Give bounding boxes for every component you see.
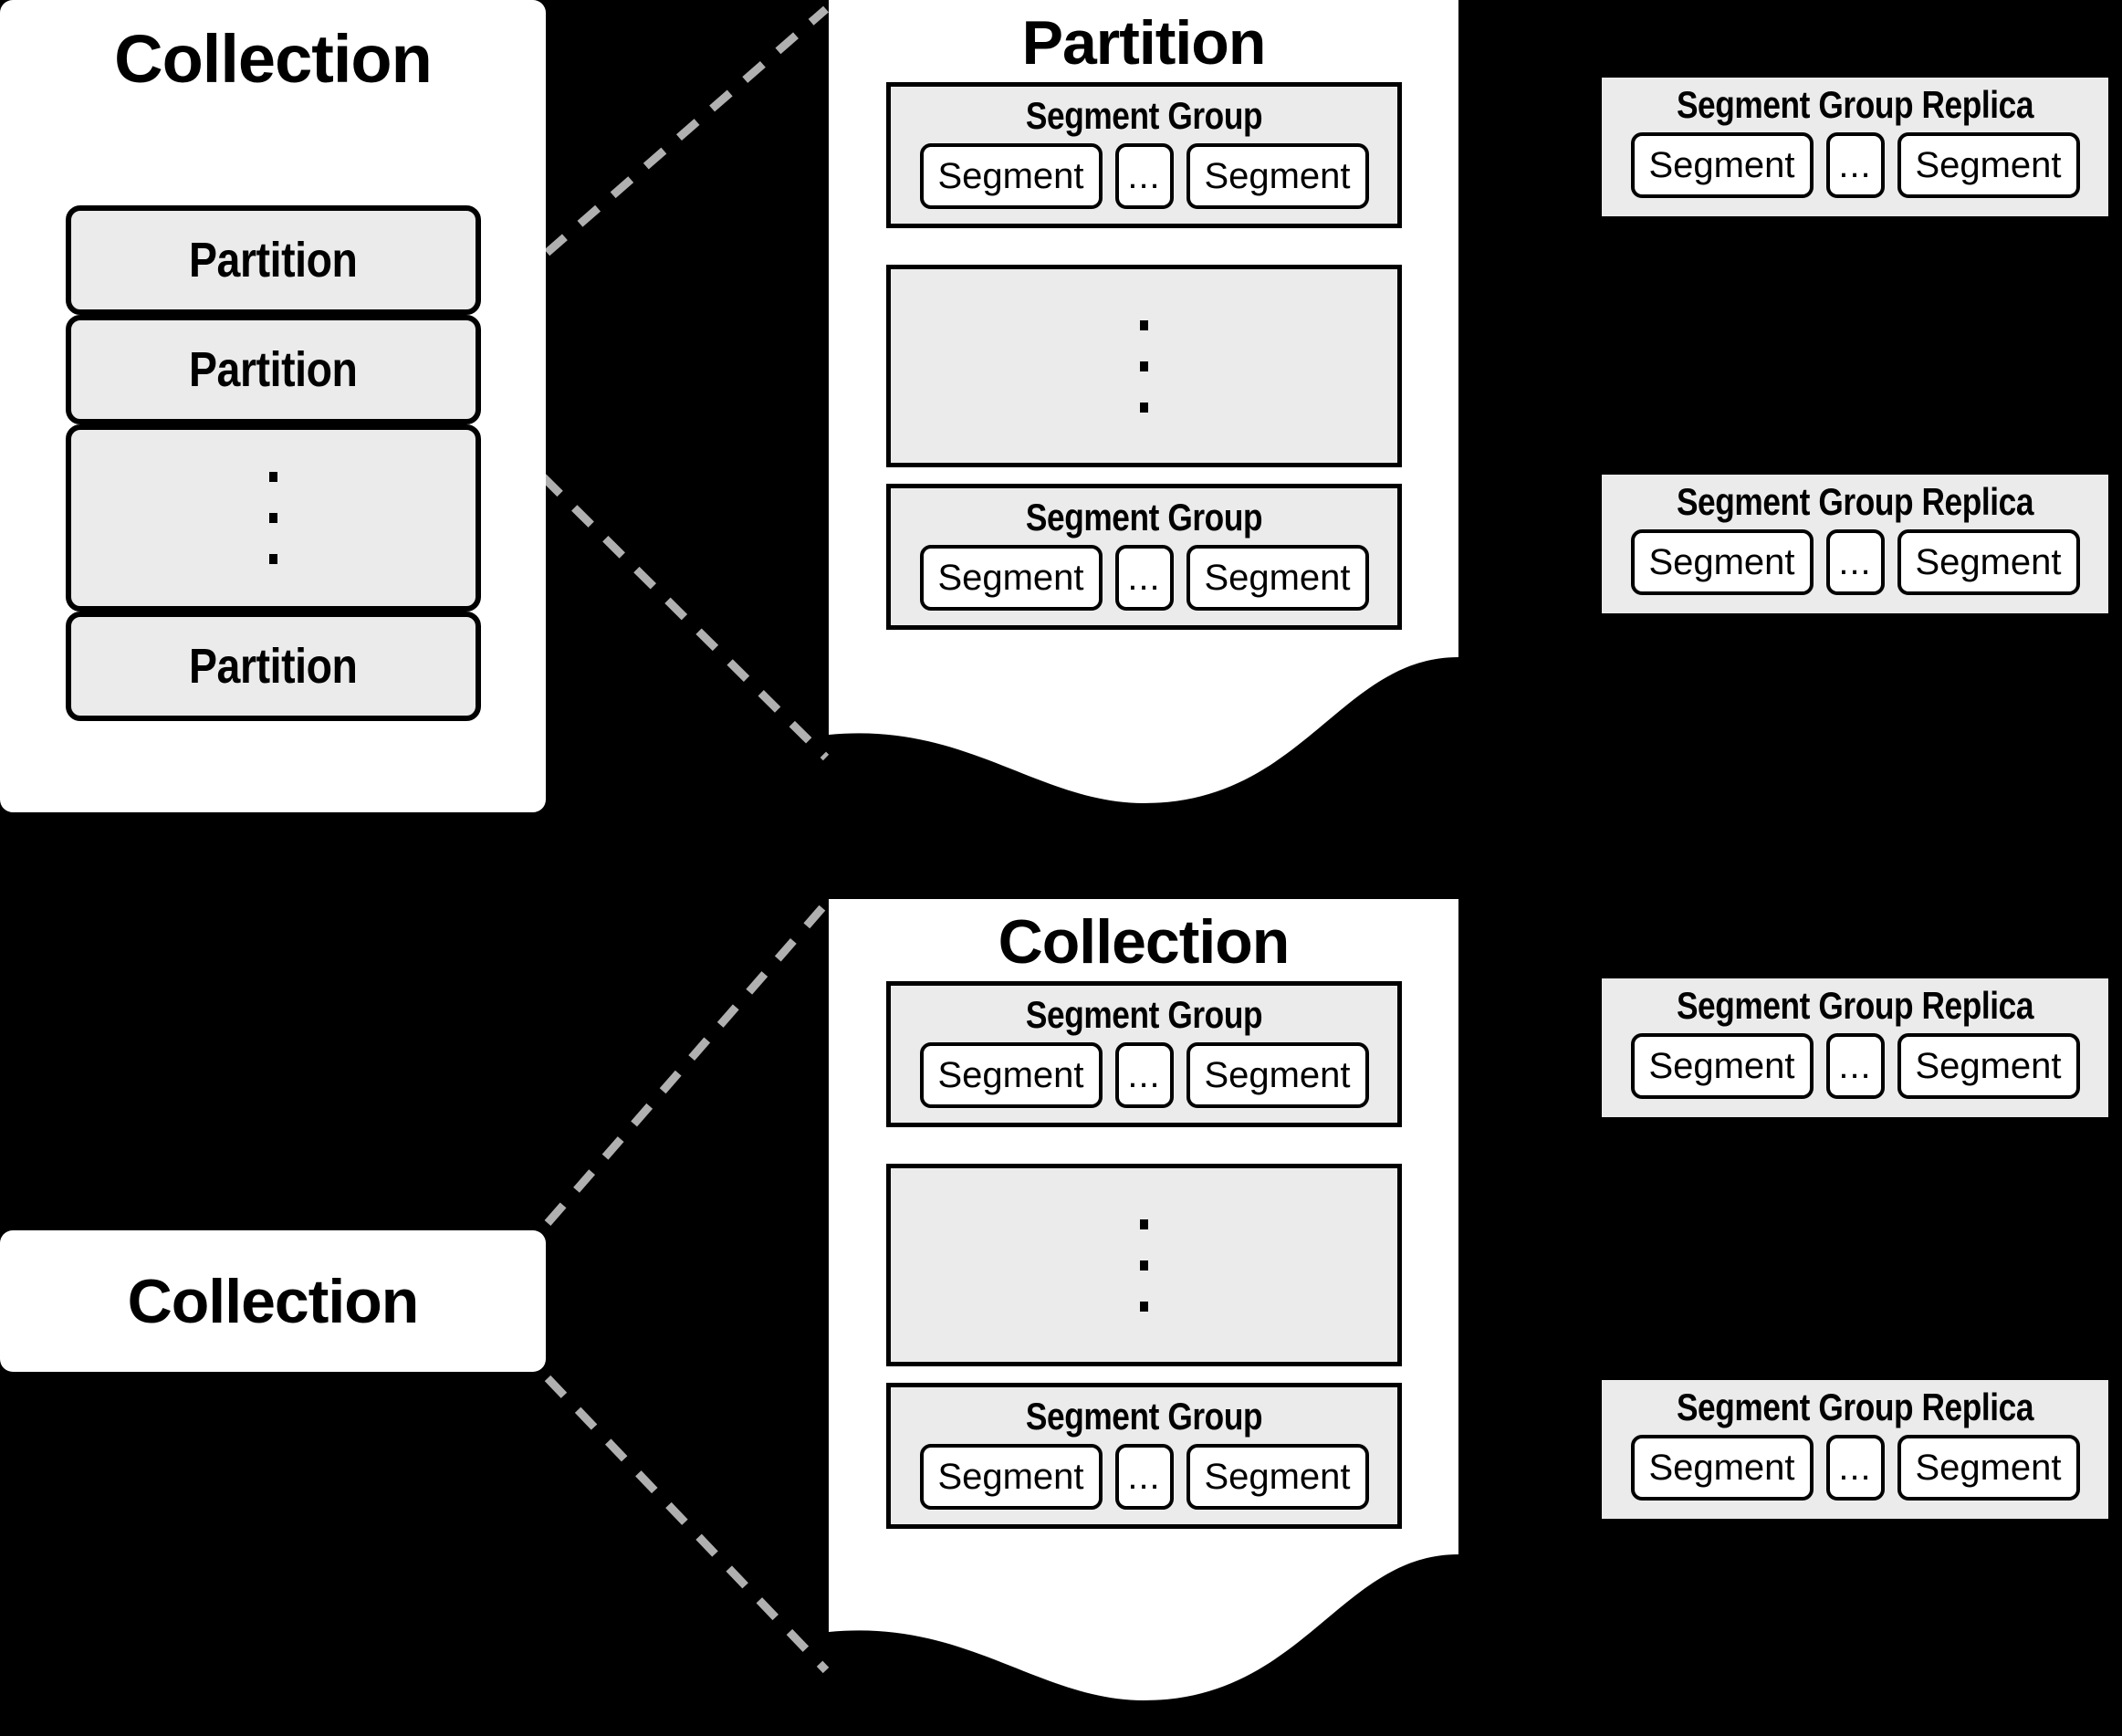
segment-box[interactable]: Segment xyxy=(919,1444,1103,1510)
segment-group-replica-title: Segment Group Replica xyxy=(1676,984,2034,1027)
segment-box[interactable]: Segment xyxy=(1630,132,1814,198)
segment-box[interactable]: Segment xyxy=(1897,1435,2080,1501)
segment-ellipsis: ... xyxy=(1825,1435,1885,1501)
segment-box[interactable]: Segment xyxy=(1897,132,2080,198)
segment-ellipsis: ... xyxy=(1114,143,1174,209)
segment-box[interactable]: Segment xyxy=(919,545,1103,611)
partition-chip-label: Partition xyxy=(189,639,358,694)
segment-box[interactable]: Segment xyxy=(1630,1033,1814,1099)
partition-chip-ellipsis xyxy=(66,424,481,612)
segment-box[interactable]: Segment xyxy=(1186,143,1369,209)
segment-ellipsis: ... xyxy=(1114,1444,1174,1510)
segment-row: Segment ... Segment xyxy=(891,545,1397,611)
partition-chip-label: Partition xyxy=(189,342,358,397)
collection-sheet-title: Collection xyxy=(998,907,1291,977)
segment-group-replica-title: Segment Group Replica xyxy=(1676,83,2034,126)
partition-chip-label: Partition xyxy=(189,233,358,288)
segment-group-1[interactable]: Segment Group Segment ... Segment xyxy=(886,981,1402,1127)
segment-group-replica-3[interactable]: Segment Group Replica Segment ... Segmen… xyxy=(1602,978,2108,1117)
segment-group-2[interactable]: Segment Group Segment ... Segment xyxy=(886,484,1402,630)
partition-sheet-title: Partition xyxy=(1021,8,1267,78)
segment-group-2[interactable]: Segment Group Segment ... Segment xyxy=(886,1383,1402,1529)
segment-group-title: Segment Group xyxy=(1025,496,1263,539)
segment-group-replica-title: Segment Group Replica xyxy=(1676,480,2034,523)
partition-detail-sheet: Partition Segment Group Segment ... Segm… xyxy=(829,0,1458,821)
segment-row: Segment ... Segment xyxy=(1602,529,2108,595)
segment-ellipsis: ... xyxy=(1825,132,1885,198)
segment-group-title: Segment Group xyxy=(1025,1395,1263,1438)
segment-row: Segment ... Segment xyxy=(1602,132,2108,198)
segment-box[interactable]: Segment xyxy=(1897,1033,2080,1099)
collection-detail-sheet: Collection Segment Group Segment ... Seg… xyxy=(829,899,1458,1736)
segment-ellipsis: ... xyxy=(1825,529,1885,595)
segment-ellipsis: ... xyxy=(1114,545,1174,611)
segment-group-title: Segment Group xyxy=(1025,94,1263,137)
segment-group-replica-4[interactable]: Segment Group Replica Segment ... Segmen… xyxy=(1602,1380,2108,1519)
segment-group-title: Segment Group xyxy=(1025,993,1263,1036)
segment-box[interactable]: Segment xyxy=(1630,529,1814,595)
partition-chip-1[interactable]: Partition xyxy=(66,205,481,315)
segment-box[interactable]: Segment xyxy=(919,1042,1103,1108)
segment-box[interactable]: Segment xyxy=(1186,1444,1369,1510)
segment-row: Segment ... Segment xyxy=(1602,1033,2108,1099)
partition-chip-2[interactable]: Partition xyxy=(66,315,481,424)
bottom-collection-box[interactable]: Collection xyxy=(0,1230,546,1372)
segment-box[interactable]: Segment xyxy=(919,143,1103,209)
segment-ellipsis: ... xyxy=(1825,1033,1885,1099)
bottom-collection-title: Collection xyxy=(127,1266,420,1336)
top-collection-box[interactable]: Collection Partition Partition Partition xyxy=(0,0,546,812)
segment-group-1[interactable]: Segment Group Segment ... Segment xyxy=(886,82,1402,228)
segment-group-replica-title: Segment Group Replica xyxy=(1676,1386,2034,1428)
segment-group-replica-1[interactable]: Segment Group Replica Segment ... Segmen… xyxy=(1602,78,2108,216)
partition-chip-4[interactable]: Partition xyxy=(66,612,481,721)
segment-box[interactable]: Segment xyxy=(1186,545,1369,611)
segment-group-ellipsis xyxy=(886,1164,1402,1366)
segment-box[interactable]: Segment xyxy=(1897,529,2080,595)
segment-box[interactable]: Segment xyxy=(1186,1042,1369,1108)
segment-ellipsis: ... xyxy=(1114,1042,1174,1108)
segment-group-ellipsis xyxy=(886,265,1402,467)
segment-box[interactable]: Segment xyxy=(1630,1435,1814,1501)
segment-row: Segment ... Segment xyxy=(891,1042,1397,1108)
segment-row: Segment ... Segment xyxy=(891,1444,1397,1510)
segment-group-replica-2[interactable]: Segment Group Replica Segment ... Segmen… xyxy=(1602,475,2108,613)
segment-row: Segment ... Segment xyxy=(891,143,1397,209)
top-collection-title: Collection xyxy=(114,21,433,97)
segment-row: Segment ... Segment xyxy=(1602,1435,2108,1501)
